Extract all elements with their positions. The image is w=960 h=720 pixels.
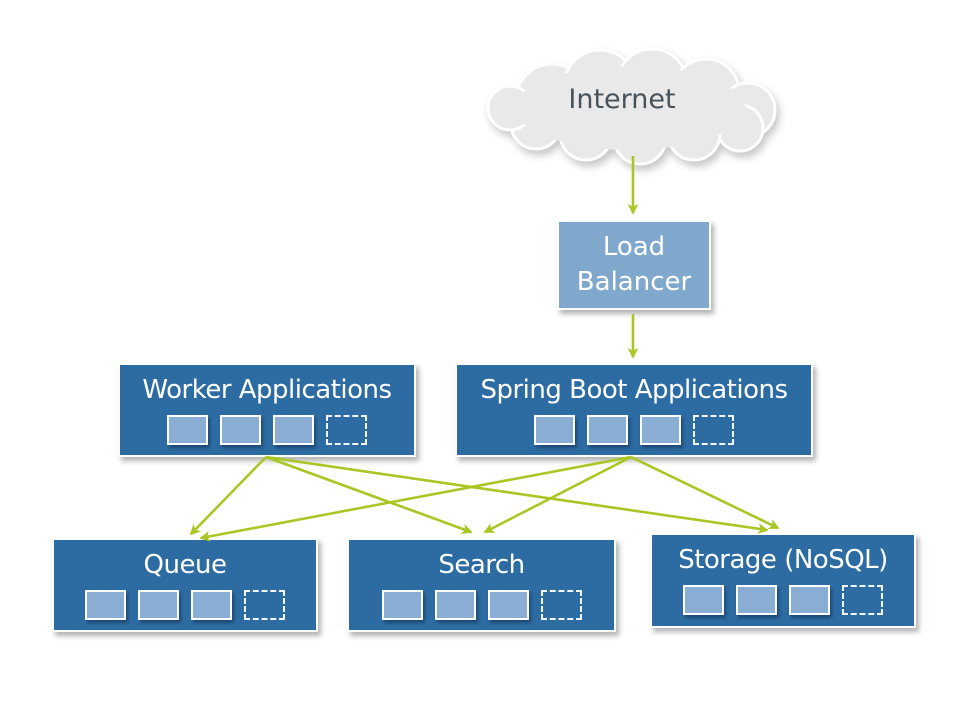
edge-spring-queue (199, 455, 632, 542)
instance-square (273, 415, 314, 445)
node-label: Load Balancer (576, 232, 692, 297)
node-spring-boot-applications: Spring Boot Applications (455, 363, 813, 457)
node-label: Search (438, 550, 525, 580)
node-load-balancer: Load Balancer (557, 220, 711, 310)
placeholder-square (540, 590, 582, 620)
instance-square (167, 415, 208, 445)
edge-spring-storage (630, 455, 780, 530)
edge-worker-search (265, 455, 473, 534)
instance-square (487, 590, 529, 620)
instance-squares (54, 590, 316, 620)
instance-square (640, 415, 681, 445)
instance-square (138, 590, 179, 620)
internet-cloud-label: Internet (568, 84, 676, 115)
instance-square (683, 585, 724, 615)
instance-square (85, 590, 126, 620)
instance-square (736, 585, 777, 615)
node-label: Queue (143, 550, 227, 580)
instance-squares (652, 585, 914, 615)
node-label: Spring Boot Applications (480, 375, 788, 405)
instance-square (789, 585, 830, 615)
node-storage-nosql: Storage (NoSQL) (650, 533, 916, 628)
node-worker-applications: Worker Applications (118, 363, 416, 457)
instance-square (220, 415, 261, 445)
instance-square (587, 415, 628, 445)
instance-squares (457, 415, 811, 445)
instance-square (191, 590, 232, 620)
placeholder-square (842, 585, 883, 615)
node-label: Storage (NoSQL) (678, 545, 888, 575)
instance-square (381, 590, 423, 620)
node-label: Worker Applications (142, 375, 392, 405)
placeholder-square (693, 415, 734, 445)
instance-square (434, 590, 476, 620)
edge-spring-search (483, 455, 632, 534)
edge-worker-queue (189, 456, 267, 536)
node-search: Search (347, 538, 616, 632)
node-queue: Queue (52, 538, 318, 632)
placeholder-square (244, 590, 285, 620)
edge-worker-storage (265, 455, 769, 535)
placeholder-square (326, 415, 367, 445)
instance-squares (120, 415, 414, 445)
instance-squares (349, 590, 614, 620)
instance-square (534, 415, 575, 445)
